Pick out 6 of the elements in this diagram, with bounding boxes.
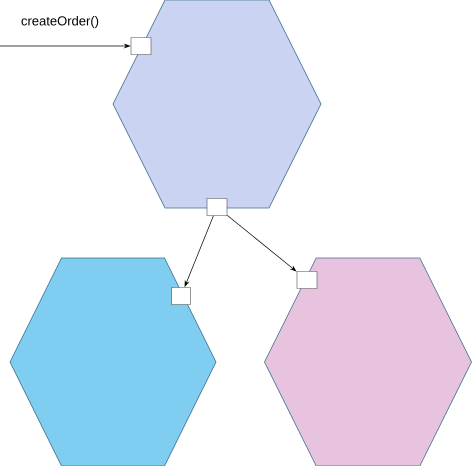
hexagon [10, 258, 216, 466]
port-square [130, 37, 152, 55]
hexagon [112, 0, 322, 208]
edge-label: createOrder() [22, 16, 98, 28]
port-square [206, 198, 228, 216]
hexagon [264, 258, 472, 466]
